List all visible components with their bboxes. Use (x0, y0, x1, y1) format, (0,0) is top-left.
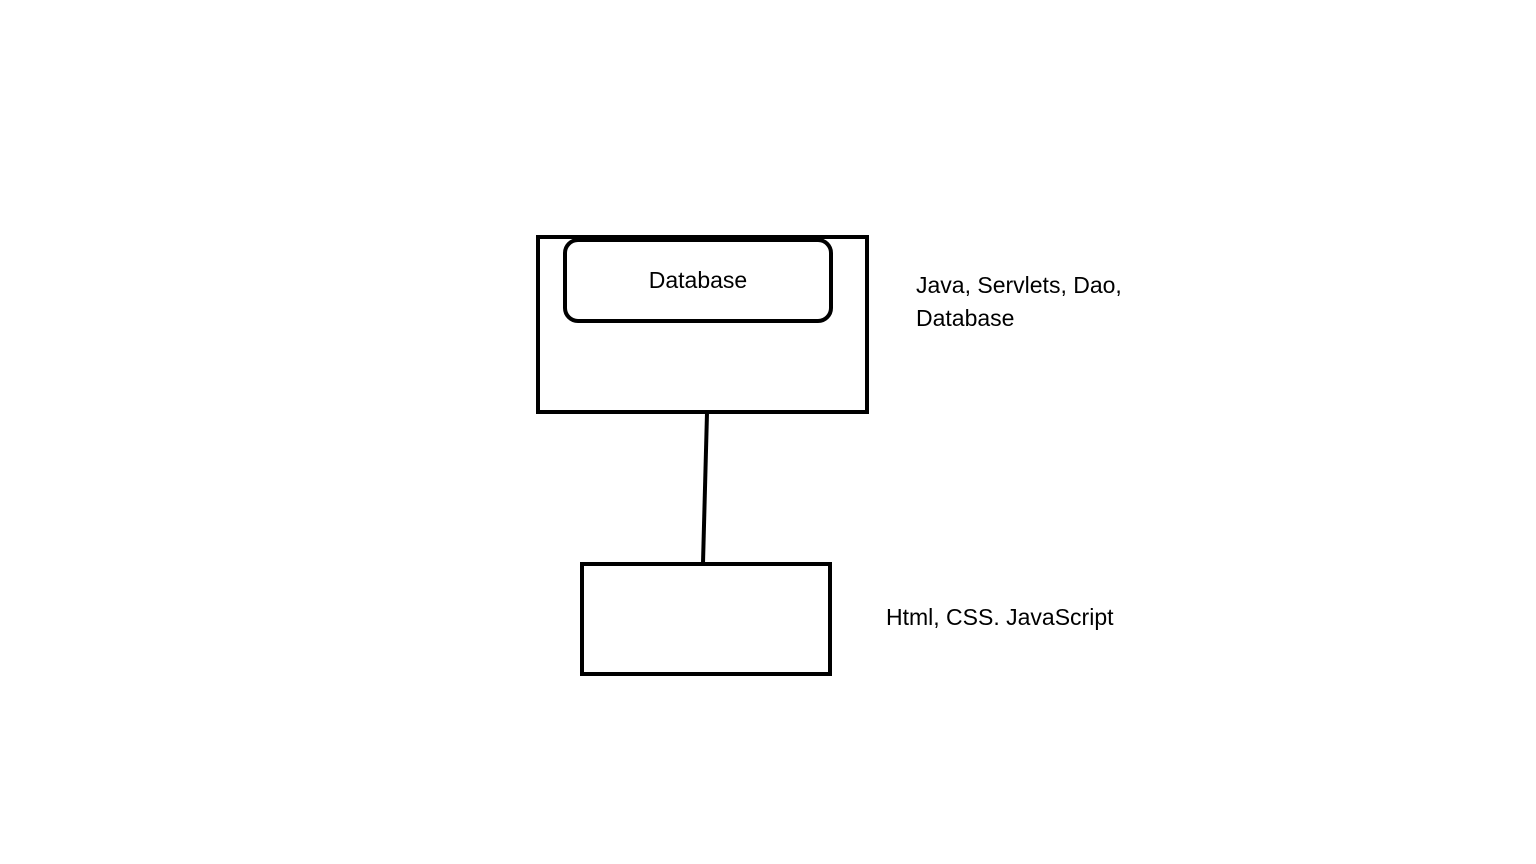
database-node-label: Database (648, 267, 748, 293)
client-tech-annotation: Html, CSS. JavaScript (886, 604, 1114, 630)
client-node (580, 562, 832, 676)
server-tech-annotation: Java, Servlets, Dao, Database (916, 269, 1122, 335)
server-tech-line-2: Database (916, 305, 1015, 331)
server-node (536, 235, 869, 414)
server-tech-line-1: Java, Servlets, Dao, (916, 272, 1122, 298)
database-node: Database (563, 238, 833, 323)
